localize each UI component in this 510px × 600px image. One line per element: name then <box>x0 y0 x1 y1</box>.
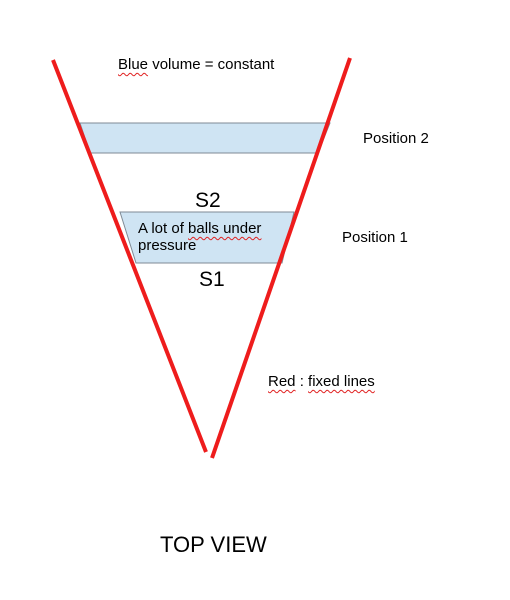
view-caption: TOP VIEW <box>160 532 267 557</box>
volume-band-position-2 <box>79 122 331 154</box>
red-legend-text: fixed lines <box>308 373 375 390</box>
red-legend-word: Red <box>268 373 296 390</box>
fixed-line-right <box>210 57 352 459</box>
position-1-label: Position 1 <box>342 229 408 246</box>
red-legend-separator: : <box>295 373 309 390</box>
position-2-label: Position 2 <box>363 130 429 147</box>
s2-label: S2 <box>195 189 221 212</box>
volume-note-word: Blue <box>118 56 149 73</box>
red-fixed-lines-legend: Red : fixed lines <box>268 373 375 390</box>
fixed-line-left <box>51 59 208 453</box>
balls-line-2: pressure <box>138 237 197 255</box>
s1-label: S1 <box>199 268 225 291</box>
volume-constant-note: Blue volume = constant <box>118 56 274 73</box>
balls-under-pressure-label: A lot of balls under pressure <box>138 220 261 255</box>
volume-band-position-1 <box>119 211 295 264</box>
balls-line-1: A lot of balls under <box>138 220 261 237</box>
balls-line-1-start: A lot of <box>138 220 189 237</box>
balls-line-1-end: balls under <box>188 220 262 237</box>
volume-note-rest: volume = constant <box>148 56 275 73</box>
